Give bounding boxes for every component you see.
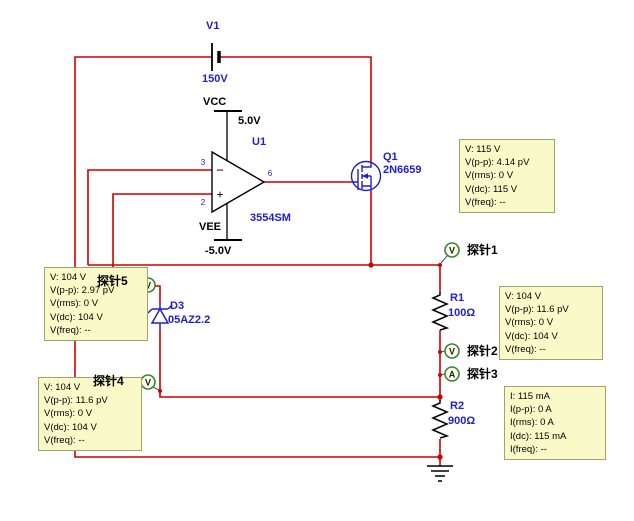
- probe-5-readout: V: 104 V V(p-p): 2.97 pV V(rms): 0 V V(d…: [44, 267, 148, 342]
- vcc-value-label: 5.0V: [238, 115, 261, 127]
- resistor-r1-symbol[interactable]: [431, 292, 450, 331]
- d3-value-label: 05AZ2.2: [168, 314, 211, 326]
- readout-line: V(rms): 0 V: [44, 408, 93, 420]
- junction-dot: [437, 454, 443, 460]
- opamp-u1-symbol[interactable]: − + 3 2 6: [201, 150, 273, 214]
- opamp-pin-number-output: 6: [268, 169, 273, 178]
- wire-v1-ground-loop[interactable]: [74, 56, 440, 458]
- u1-value-label: 3554SM: [250, 212, 291, 224]
- probe-leader: [440, 255, 448, 264]
- probe-letter: V: [145, 377, 151, 387]
- readout-line: I(dc): 115 mA: [510, 430, 567, 442]
- readout-line: V: 115 V: [465, 144, 501, 155]
- opamp-inverting-sign: −: [216, 163, 224, 178]
- opamp-triangle: [211, 150, 266, 214]
- ground-symbol[interactable]: [427, 465, 453, 482]
- vee-power-symbol[interactable]: [214, 203, 242, 241]
- readout-line: V(freq): --: [505, 343, 546, 355]
- opamp-noninverting-sign: +: [216, 188, 223, 202]
- probe-4-label: 探针4: [93, 374, 124, 388]
- mosfet-arrow: [362, 173, 368, 179]
- zener-d3-symbol[interactable]: [147, 303, 173, 329]
- ground-lines: [427, 465, 453, 482]
- probe-letter: V: [449, 346, 455, 356]
- probe-leader: [152, 386, 160, 391]
- vee-label: VEE: [199, 221, 222, 233]
- probe-letter: A: [449, 369, 456, 379]
- readout-line: V: 104 V: [50, 272, 87, 283]
- probe-1-icon[interactable]: V: [438, 242, 460, 267]
- readout-line: V(rms): 0 V: [505, 317, 554, 329]
- v1-ref-label: V1: [206, 20, 220, 32]
- readout-line: V: 104 V: [505, 291, 542, 302]
- r1-value-label: 100Ω: [448, 307, 476, 319]
- probe-attach-dot: [158, 389, 162, 393]
- readout-line: V(p-p): 11.6 pV: [44, 395, 108, 407]
- readout-line: I(p-p): 0 A: [510, 404, 552, 416]
- u1-ref-label: U1: [252, 136, 267, 148]
- voltage-probe-circle: [444, 343, 460, 359]
- probe-1-readout: V: 115 V V(p-p): 4.14 pV V(rms): 0 V V(d…: [459, 139, 555, 214]
- probe-3-icon[interactable]: A: [438, 366, 460, 382]
- resistor-zigzag: [431, 292, 450, 331]
- readout-line: V(p-p): 11.6 pV: [505, 304, 569, 316]
- r2-ref-label: R2: [450, 400, 465, 412]
- q1-ref-label: Q1: [383, 151, 398, 163]
- current-probe-circle: [444, 366, 460, 382]
- junction-dot: [368, 262, 374, 268]
- junction-dot: [437, 394, 443, 400]
- battery-v1-symbol[interactable]: [211, 43, 221, 71]
- vcc-power-symbol[interactable]: [214, 110, 242, 161]
- readout-line: V(rms): 0 V: [465, 170, 514, 182]
- readout-line: V(rms): 0 V: [50, 298, 99, 310]
- readout-line: V(dc): 104 V: [50, 311, 103, 323]
- probe-letter: V: [145, 280, 151, 290]
- wire-feedback-to-inverting-input[interactable]: [87, 169, 212, 265]
- probe-2-label: 探针2: [467, 344, 498, 358]
- readout-line: V(freq): --: [50, 324, 91, 336]
- readout-line: I(freq): --: [510, 443, 547, 455]
- zener-triangle: [150, 307, 170, 324]
- probe-letter: V: [449, 245, 455, 255]
- readout-line: I: 115 mA: [510, 391, 550, 402]
- r2-value-label: 900Ω: [448, 415, 476, 427]
- probe-2-icon[interactable]: V: [438, 343, 460, 359]
- readout-line: V(freq): --: [465, 196, 506, 208]
- mosfet-q1-symbol[interactable]: [350, 160, 382, 192]
- readout-line: I(rms): 0 A: [510, 417, 554, 429]
- vcc-label: VCC: [203, 96, 227, 108]
- readout-line: V(dc): 104 V: [505, 330, 558, 342]
- readout-line: V(p-p): 4.14 pV: [465, 157, 530, 169]
- v1-value-label: 150V: [202, 73, 228, 85]
- d3-ref-label: D3: [170, 300, 185, 312]
- resistor-zigzag: [431, 400, 450, 439]
- probe-attach-dot: [438, 373, 442, 377]
- probe-1-label: 探针1: [467, 243, 498, 257]
- resistor-r2-symbol[interactable]: [431, 400, 450, 439]
- opamp-pin-number-top: 3: [201, 158, 206, 167]
- probe-attach-dot: [438, 350, 442, 354]
- voltage-probe-circle: [444, 242, 460, 258]
- probe-3-label: 探针3: [467, 367, 498, 381]
- opamp-pin-number-bottom: 2: [201, 198, 206, 207]
- probe-attach-dot: [438, 263, 442, 267]
- probe-4-icon[interactable]: V: [140, 374, 162, 393]
- readout-line: V: 104 V: [44, 382, 81, 393]
- readout-line: V(dc): 115 V: [465, 183, 518, 195]
- vee-value-label: -5.0V: [205, 245, 232, 257]
- readout-line: V(dc): 104 V: [44, 421, 97, 433]
- probe-4-readout: V: 104 V V(p-p): 11.6 pV V(rms): 0 V V(d…: [38, 377, 142, 452]
- readout-line: V(p-p): 2.97 pV: [50, 285, 115, 297]
- r1-ref-label: R1: [450, 292, 465, 304]
- wire-zener-to-divider[interactable]: [159, 329, 440, 398]
- probe-2-readout: V: 104 V V(p-p): 11.6 pV V(rms): 0 V V(d…: [499, 286, 603, 361]
- probe-5-label: 探针5: [97, 274, 128, 288]
- readout-line: V(freq): --: [44, 434, 85, 446]
- probe-3-readout: I: 115 mA I(p-p): 0 A I(rms): 0 A I(dc):…: [504, 386, 606, 461]
- wire-v1-to-q1-drain[interactable]: [220, 56, 372, 162]
- q1-value-label: 2N6659: [383, 164, 422, 176]
